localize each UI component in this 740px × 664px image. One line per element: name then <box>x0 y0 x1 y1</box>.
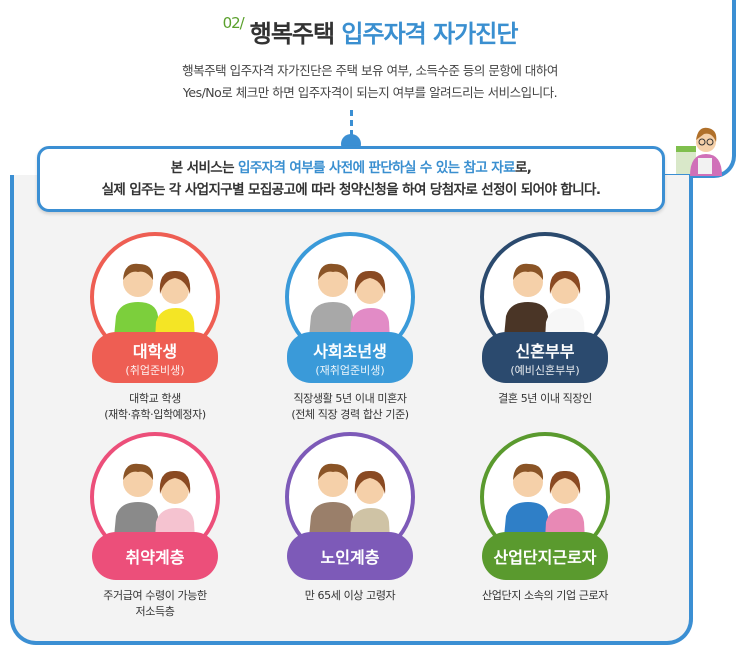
category-description: 결혼 5년 이내 직장인 <box>470 391 620 407</box>
category-label: 신혼부부 (예비신혼부부) <box>482 332 608 383</box>
description-line: 주거급여 수령이 가능한 <box>103 589 207 602</box>
category-label: 사회초년생 (재취업준비생) <box>287 332 413 383</box>
notice-text: 로, <box>514 160 532 176</box>
category-description: 주거급여 수령이 가능한 저소득층 <box>80 588 230 620</box>
category-card[interactable]: 취약계층 주거급여 수령이 가능한 저소득층 <box>80 432 230 620</box>
title-highlight: 입주자격 자가진단 <box>341 20 518 48</box>
notice-box: 본 서비스는 입주자격 여부를 사전에 판단하실 수 있는 참고 자료로, 실제… <box>37 146 665 212</box>
description-line: 만 65세 이상 고령자 <box>304 589 396 602</box>
category-title: 산업단지근로자 <box>493 548 597 567</box>
mascot-illustration <box>676 127 722 176</box>
description-line: 결혼 5년 이내 직장인 <box>498 392 592 405</box>
description-line: 저소득층 <box>135 605 175 618</box>
category-title: 대학생 <box>132 342 178 361</box>
description-line: 대학교 학생 <box>129 392 181 405</box>
category-card[interactable]: 노인계층 만 65세 이상 고령자 <box>275 432 425 604</box>
subtitle-line: 행복주택 입주자격 자가진단은 주택 보유 여부, 소득수준 등의 문항에 대하… <box>182 63 558 78</box>
notice-line2: 실제 입주는 각 사업지구별 모집공고에 따라 청약신청을 하여 당첨자로 선정… <box>101 182 601 198</box>
category-subtitle: (예비신혼부부) <box>510 364 580 377</box>
category-subtitle: (재취업준비생) <box>315 364 385 377</box>
description-line: (재학·휴학·입학예정자) <box>104 408 206 421</box>
page-subtitle: 행복주택 입주자격 자가진단은 주택 보유 여부, 소득수준 등의 문항에 대하… <box>0 60 740 104</box>
title-main: 행복주택 <box>249 20 335 48</box>
category-subtitle: (취업준비생) <box>125 364 185 377</box>
page-title: 02/행복주택 입주자격 자가진단 <box>0 14 740 49</box>
notice-text: 본 서비스는 <box>170 160 239 176</box>
connector-line <box>350 110 353 136</box>
category-label: 대학생 (취업준비생) <box>92 332 218 383</box>
category-title: 취약계층 <box>125 548 185 567</box>
notice-highlight: 입주자격 여부를 사전에 판단하실 수 있는 참고 자료 <box>238 160 516 176</box>
category-card[interactable]: 대학생 (취업준비생) 대학교 학생 (재학·휴학·입학예정자) <box>80 232 230 423</box>
category-description: 대학교 학생 (재학·휴학·입학예정자) <box>80 391 230 423</box>
description-line: (전체 직장 경력 합산 기준) <box>291 408 409 421</box>
category-description: 만 65세 이상 고령자 <box>275 588 425 604</box>
category-title: 노인계층 <box>320 548 380 567</box>
category-label: 산업단지근로자 <box>482 532 608 580</box>
category-description: 직장생활 5년 이내 미혼자 (전체 직장 경력 합산 기준) <box>275 391 425 423</box>
description-line: 직장생활 5년 이내 미혼자 <box>293 392 407 405</box>
subtitle-line: Yes/No로 체크만 하면 입주자격이 되는지 여부를 알려드리는 서비스입니… <box>182 85 558 100</box>
section-number: 02 <box>222 14 241 32</box>
category-card[interactable]: 사회초년생 (재취업준비생) 직장생활 5년 이내 미혼자 (전체 직장 경력 … <box>275 232 425 423</box>
category-title: 신혼부부 <box>515 342 575 361</box>
category-title: 사회초년생 <box>313 342 387 361</box>
category-description: 산업단지 소속의 기업 근로자 <box>470 588 620 604</box>
category-label: 노인계층 <box>287 532 413 580</box>
category-card[interactable]: 산업단지근로자 산업단지 소속의 기업 근로자 <box>470 432 620 604</box>
category-card[interactable]: 신혼부부 (예비신혼부부) 결혼 5년 이내 직장인 <box>470 232 620 407</box>
category-label: 취약계층 <box>92 532 218 580</box>
description-line: 산업단지 소속의 기업 근로자 <box>482 589 608 602</box>
section-slash: / <box>239 14 245 32</box>
